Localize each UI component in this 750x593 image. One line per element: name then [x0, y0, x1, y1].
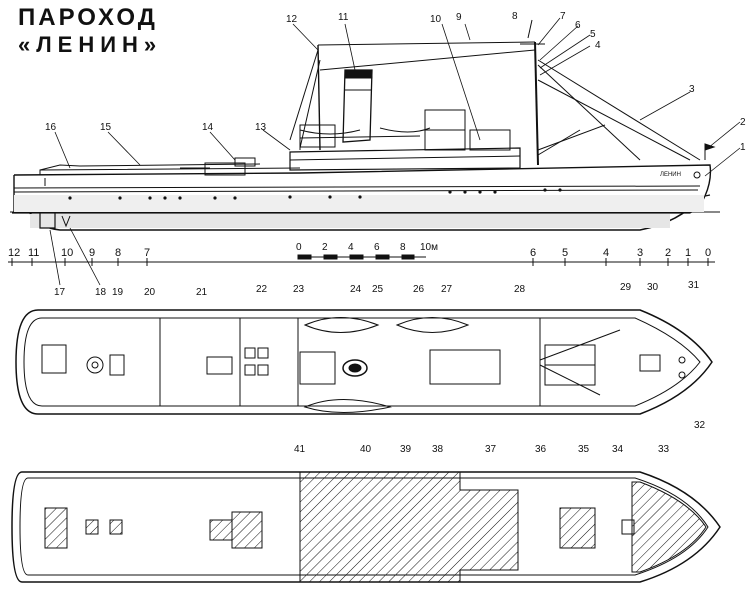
callout-38: 38 — [432, 444, 444, 455]
frame-0: 0 — [705, 247, 711, 259]
callout-39: 39 — [400, 444, 412, 455]
callout-12: 12 — [286, 14, 298, 25]
frame-scale — [8, 258, 715, 266]
callout-9: 9 — [456, 12, 462, 23]
callout-10: 10 — [430, 14, 442, 25]
callout-35: 35 — [578, 444, 590, 455]
deck-callouts-bottom: 32 33 34 35 36 37 38 39 40 41 — [294, 420, 706, 455]
deck-plan — [15, 309, 713, 415]
funnel — [342, 69, 373, 143]
callout-11: 11 — [338, 12, 349, 23]
meter-8: 8 — [400, 242, 406, 253]
frame-3: 3 — [637, 247, 643, 259]
callout-26: 26 — [413, 284, 425, 295]
callout-27: 27 — [441, 284, 453, 295]
callout-36: 36 — [535, 444, 547, 455]
title-line-1: ПАРОХОД — [18, 4, 158, 31]
callout-7: 7 — [560, 11, 566, 22]
callout-6: 6 — [575, 20, 581, 31]
callout-18: 18 — [95, 287, 107, 298]
meter-10: 10м — [420, 242, 438, 253]
hull-name: ЛЕНИН — [660, 172, 681, 178]
callout-25: 25 — [372, 284, 384, 295]
callout-22: 22 — [256, 284, 268, 295]
callout-2: 2 — [740, 117, 746, 128]
frame-8: 8 — [115, 247, 121, 259]
meter-scale — [297, 254, 426, 260]
callout-19: 19 — [112, 287, 124, 298]
callout-13: 13 — [255, 122, 267, 133]
callout-21: 21 — [196, 287, 208, 298]
callout-5: 5 — [590, 29, 596, 40]
callout-1: 1 — [740, 142, 746, 153]
callout-41: 41 — [294, 444, 306, 455]
foremast — [534, 41, 539, 166]
meter-2: 2 — [322, 242, 328, 253]
callout-24: 24 — [350, 284, 362, 295]
hold-plan — [11, 471, 721, 583]
meter-0: 0 — [296, 242, 302, 253]
meter-4: 4 — [348, 242, 354, 253]
frame-10: 10 — [61, 247, 73, 259]
frame-11: 11 — [28, 247, 39, 259]
callout-15: 15 — [100, 122, 112, 133]
frame-2: 2 — [665, 247, 671, 259]
frame-scale-labels: 12 11 10 9 8 7 6 5 4 3 2 1 0 — [8, 247, 711, 259]
meter-scale-labels: 0 2 4 6 8 10м — [296, 242, 438, 253]
callout-31: 31 — [688, 280, 700, 291]
callout-33: 33 — [658, 444, 670, 455]
callout-40: 40 — [360, 444, 372, 455]
frame-12: 12 — [8, 247, 20, 259]
side-callouts: 1 2 3 4 5 6 7 8 9 10 11 12 13 14 15 16 1… — [45, 11, 746, 298]
callout-8: 8 — [512, 11, 518, 22]
deck-callouts-top: 19 20 21 22 23 24 25 26 27 28 29 30 31 — [112, 280, 700, 298]
callout-29: 29 — [620, 282, 632, 293]
leader-lines — [49, 17, 741, 286]
frame-1: 1 — [685, 247, 691, 259]
callout-34: 34 — [612, 444, 624, 455]
callout-14: 14 — [202, 122, 214, 133]
callout-4: 4 — [595, 40, 601, 51]
title-line-2: «ЛЕНИН» — [18, 32, 163, 57]
frame-9: 9 — [89, 247, 95, 259]
frame-5: 5 — [562, 247, 568, 259]
frame-7: 7 — [144, 247, 150, 259]
meter-6: 6 — [374, 242, 380, 253]
frame-6: 6 — [530, 247, 536, 259]
callout-37: 37 — [485, 444, 497, 455]
aftmast — [317, 44, 321, 151]
callout-32: 32 — [694, 420, 706, 431]
callout-16: 16 — [45, 122, 57, 133]
callout-23: 23 — [293, 284, 305, 295]
frame-4: 4 — [603, 247, 609, 259]
callout-17: 17 — [54, 287, 66, 298]
callout-20: 20 — [144, 287, 156, 298]
side-elevation: ЛЕНИН — [10, 19, 720, 231]
callout-3: 3 — [689, 84, 695, 95]
callout-30: 30 — [647, 282, 659, 293]
callout-28: 28 — [514, 284, 526, 295]
